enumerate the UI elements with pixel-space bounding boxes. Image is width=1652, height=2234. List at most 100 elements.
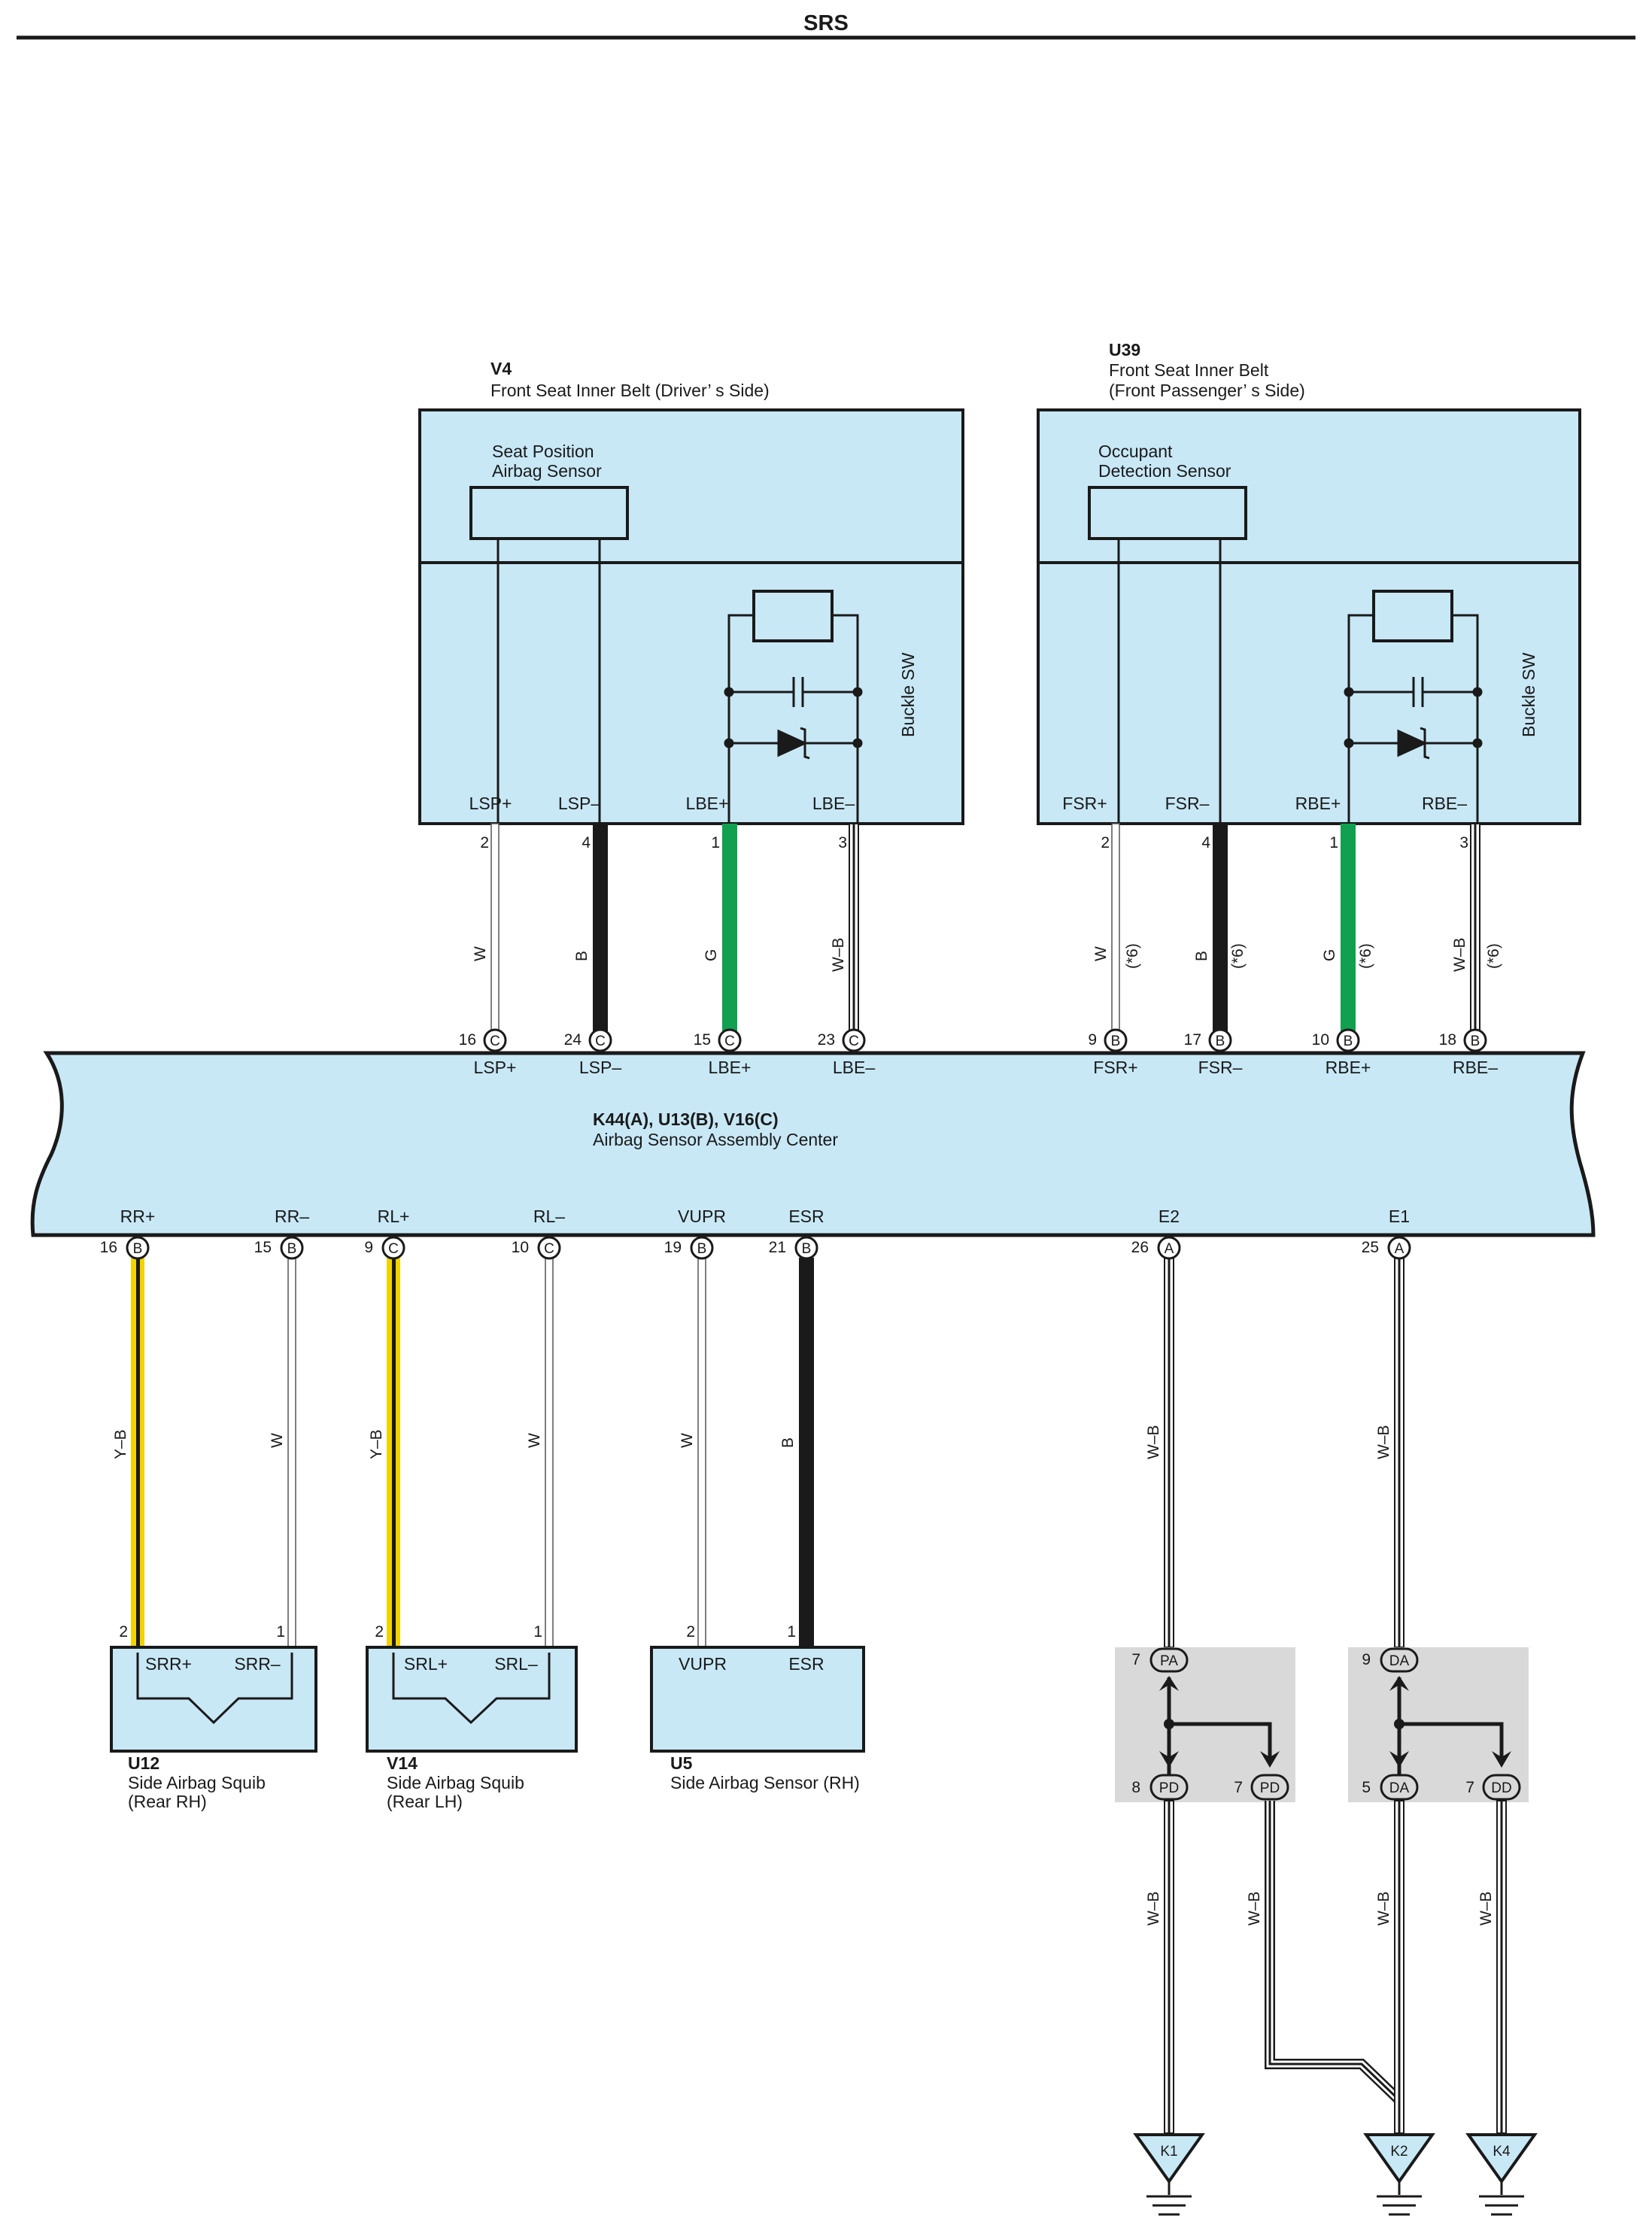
wire-color-fsr-plus: W (1092, 946, 1110, 961)
u12-pin-srr-minus: 1 (276, 1623, 285, 1641)
wire-w-fsr-plus (1111, 823, 1120, 1037)
component-u39: U39 Front Seat Inner Belt (Front Passeng… (1037, 340, 1581, 825)
wire-color-e1: W–B (1375, 1425, 1392, 1459)
svg-text:23: 23 (818, 1031, 835, 1049)
wire-color-lsp-minus: B (573, 951, 591, 961)
u12-code: U12 (128, 1753, 159, 1773)
v14-name-line2: (Rear LH) (387, 1792, 463, 1811)
connector-da-in (1380, 1647, 1419, 1673)
connector-pd-1 (1149, 1774, 1189, 1801)
v4-pin-lbe-minus: 3 (838, 834, 847, 851)
v14-code: V14 (387, 1753, 418, 1773)
u39-pin-fsr-plus: 2 (1101, 834, 1110, 851)
junction-right-out1-name: DA (1389, 1780, 1410, 1796)
svg-text:C: C (724, 1034, 735, 1049)
v14-squib-symbol (392, 1653, 551, 1725)
svg-text:18: 18 (1439, 1031, 1456, 1049)
svg-text:15: 15 (694, 1031, 711, 1049)
svg-text:B: B (1471, 1034, 1480, 1049)
ecu-pin-e1: E1 25 A (1362, 1207, 1411, 1260)
ground-k1-label: K1 (1160, 2144, 1177, 2160)
ecu-pin-rr-minus: RR– 15 B (254, 1207, 309, 1260)
u39-terminal-fsr-minus: FSR– (1165, 794, 1210, 813)
ecu-pin-fsr-plus: 9 B FSR+ (1088, 1028, 1138, 1077)
component-v4: V4 Front Seat Inner Belt (Driver’ s Side… (418, 359, 964, 825)
v4-buckle-switch-network (724, 590, 863, 824)
u12-pin-srr-plus: 2 (119, 1623, 128, 1641)
u12-terminal-srr-minus: SRR– (234, 1654, 281, 1674)
svg-text:A: A (1165, 1241, 1174, 1257)
wire-color-rr-plus: Y–B (112, 1429, 129, 1459)
seat-position-sensor-box (469, 486, 629, 540)
junction-left-out2-name: PD (1260, 1780, 1280, 1796)
u39-box (1037, 408, 1581, 825)
ecu-pin-vupr: VUPR 19 B (664, 1207, 726, 1260)
svg-text:C: C (544, 1241, 554, 1257)
svg-text:LBE+: LBE+ (709, 1058, 752, 1077)
u5-pin-vupr: 2 (686, 1623, 695, 1641)
u39-pin-fsr-minus: 4 (1201, 834, 1210, 851)
ecu-code: K44(A), U13(B), V16(C) (593, 1109, 779, 1129)
u39-title-line2: (Front Passenger’ s Side) (1109, 381, 1305, 400)
u39-code: U39 (1109, 340, 1140, 360)
ecu-name: Airbag Sensor Assembly Center (593, 1130, 838, 1149)
svg-text:RR–: RR– (275, 1207, 309, 1226)
wire-color-dd-k4: W–B (1477, 1891, 1495, 1926)
u12-terminal-srr-plus: SRR+ (145, 1654, 192, 1674)
v14-terminal-srl-minus: SRL– (494, 1654, 538, 1674)
u39-title-line1: Front Seat Inner Belt (1109, 360, 1269, 380)
v4-pin-lbe-plus: 1 (711, 834, 720, 851)
v4-terminal-lsp-minus: LSP– (558, 794, 600, 813)
ecu-pin-lbe-plus: 15 C LBE+ (694, 1028, 752, 1077)
wire-color-lsp-plus: W (472, 946, 489, 961)
wire-w-rr-minus (287, 1257, 296, 1653)
wire-color-lbe-plus: G (703, 949, 720, 961)
u5-terminal-vupr: VUPR (679, 1654, 727, 1674)
v4-code: V4 (490, 359, 512, 378)
v4-terminal-lsp-plus: LSP+ (469, 794, 512, 813)
wire-note-rbe-plus: (*6) (1357, 943, 1374, 969)
svg-text:15: 15 (254, 1239, 272, 1256)
u39-terminal-rbe-minus: RBE– (1422, 794, 1467, 813)
svg-text:FSR+: FSR+ (1093, 1058, 1137, 1077)
u5-name-line1: Side Airbag Sensor (RH) (670, 1773, 860, 1792)
junction-right-out2-pin: 7 (1465, 1779, 1474, 1796)
ecu-pin-esr: ESR 21 B (769, 1207, 824, 1260)
svg-text:9: 9 (1088, 1031, 1097, 1049)
u5-code: U5 (670, 1753, 693, 1773)
component-ecu: K44(A), U13(B), V16(C) Airbag Sensor Ass… (30, 1051, 1596, 1237)
svg-text:B: B (802, 1241, 812, 1257)
svg-text:26: 26 (1131, 1239, 1149, 1256)
svg-text:24: 24 (564, 1031, 582, 1049)
u5-terminal-esr: ESR (788, 1654, 824, 1674)
wire-color-da-k2: W–B (1375, 1891, 1392, 1926)
svg-text:B: B (1344, 1034, 1353, 1049)
svg-text:B: B (1111, 1034, 1121, 1049)
ecu-pin-lsp-minus: 24 C LSP– (564, 1028, 621, 1077)
ecu-pin-rl-plus: RL+ 9 C (364, 1207, 409, 1260)
junction-left-in-pin: 7 (1131, 1651, 1140, 1668)
svg-text:10: 10 (512, 1239, 529, 1256)
svg-text:FSR–: FSR– (1198, 1058, 1243, 1077)
wire-color-lbe-minus: W–B (830, 937, 847, 972)
junction-left-out1-name: PD (1159, 1780, 1179, 1796)
junction-right-out2-name: DD (1491, 1780, 1511, 1796)
occupant-detection-sensor-box (1088, 486, 1247, 540)
svg-text:17: 17 (1184, 1031, 1201, 1049)
ecu-body (30, 1051, 1596, 1237)
v4-sensor-line1: Seat Position (492, 442, 594, 461)
ecu-pin-rl-minus: RL– 10 C (512, 1207, 565, 1260)
ecu-pin-rr-plus: RR+ 16 B (100, 1207, 155, 1260)
wire-color-vupr: W (679, 1433, 696, 1448)
u12-name-line1: Side Airbag Squib (128, 1773, 266, 1792)
connector-da-out (1380, 1774, 1419, 1801)
svg-text:19: 19 (664, 1239, 682, 1256)
wire-color-rbe-plus: G (1321, 949, 1338, 961)
wire-color-rbe-minus: W–B (1451, 937, 1468, 972)
junction-right-in-name: DA (1389, 1653, 1410, 1669)
wire-note-fsr-minus: (*6) (1229, 943, 1247, 969)
svg-text:VUPR: VUPR (678, 1207, 726, 1226)
ground-k2-label: K2 (1390, 2144, 1408, 2160)
ecu-pin-rbe-plus: 10 B RBE+ (1312, 1028, 1371, 1077)
